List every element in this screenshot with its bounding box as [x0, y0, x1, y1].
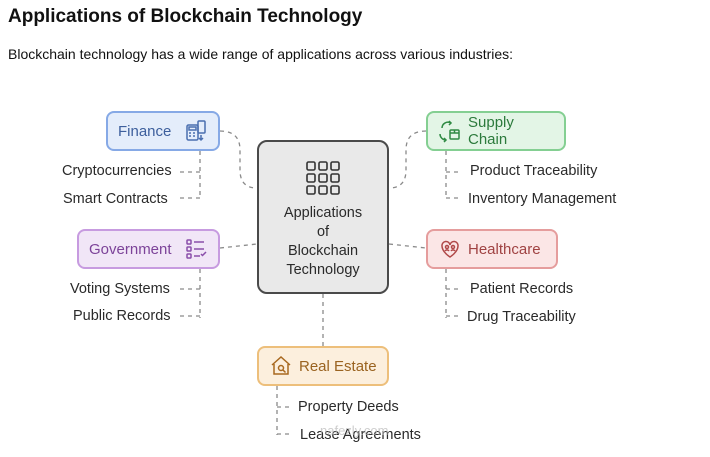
category-government: Government	[77, 229, 220, 269]
government-item-2: Public Records	[73, 308, 171, 324]
center-line-3: Blockchain	[287, 243, 359, 259]
category-real-estate: Real Estate	[257, 346, 389, 386]
supply-chain-item-2: Inventory Management	[468, 191, 617, 207]
finance-label: Finance	[118, 122, 172, 140]
center-node: Applications of Blockchain Technology	[257, 140, 389, 294]
center-line-1: Applications	[283, 205, 363, 221]
finance-item-1: Cryptocurrencies	[62, 163, 172, 179]
real-estate-label: Real Estate	[299, 357, 377, 375]
category-healthcare: Healthcare	[426, 229, 558, 269]
center-line-4: Technology	[286, 262, 360, 278]
watermark: nafezly.com	[320, 423, 389, 438]
real-estate-item-2: Lease Agreements	[300, 427, 421, 443]
grid-icon	[306, 161, 340, 195]
category-supply-chain: Supply Chain	[426, 111, 566, 151]
cycle-box-icon	[439, 120, 460, 143]
heart-people-icon	[441, 240, 459, 258]
healthcare-item-2: Drug Traceability	[467, 309, 576, 325]
house-search-icon	[271, 355, 291, 375]
real-estate-item-1: Property Deeds	[298, 399, 399, 415]
finance-item-2: Smart Contracts	[63, 191, 168, 207]
page-title: Applications of Blockchain Technology	[8, 6, 363, 27]
healthcare-label: Healthcare	[468, 240, 541, 258]
page-subtitle: Blockchain technology has a wide range o…	[8, 46, 514, 62]
supply-chain-item-1: Product Traceability	[470, 163, 598, 179]
government-item-1: Voting Systems	[70, 281, 170, 297]
category-finance: Finance	[106, 111, 220, 151]
checklist-icon	[186, 239, 207, 259]
healthcare-item-1: Patient Records	[470, 281, 574, 297]
supply-chain-label: Supply Chain	[468, 114, 514, 148]
calculator-icon	[186, 120, 206, 142]
center-line-2: of	[316, 224, 330, 240]
government-label: Government	[89, 240, 172, 258]
